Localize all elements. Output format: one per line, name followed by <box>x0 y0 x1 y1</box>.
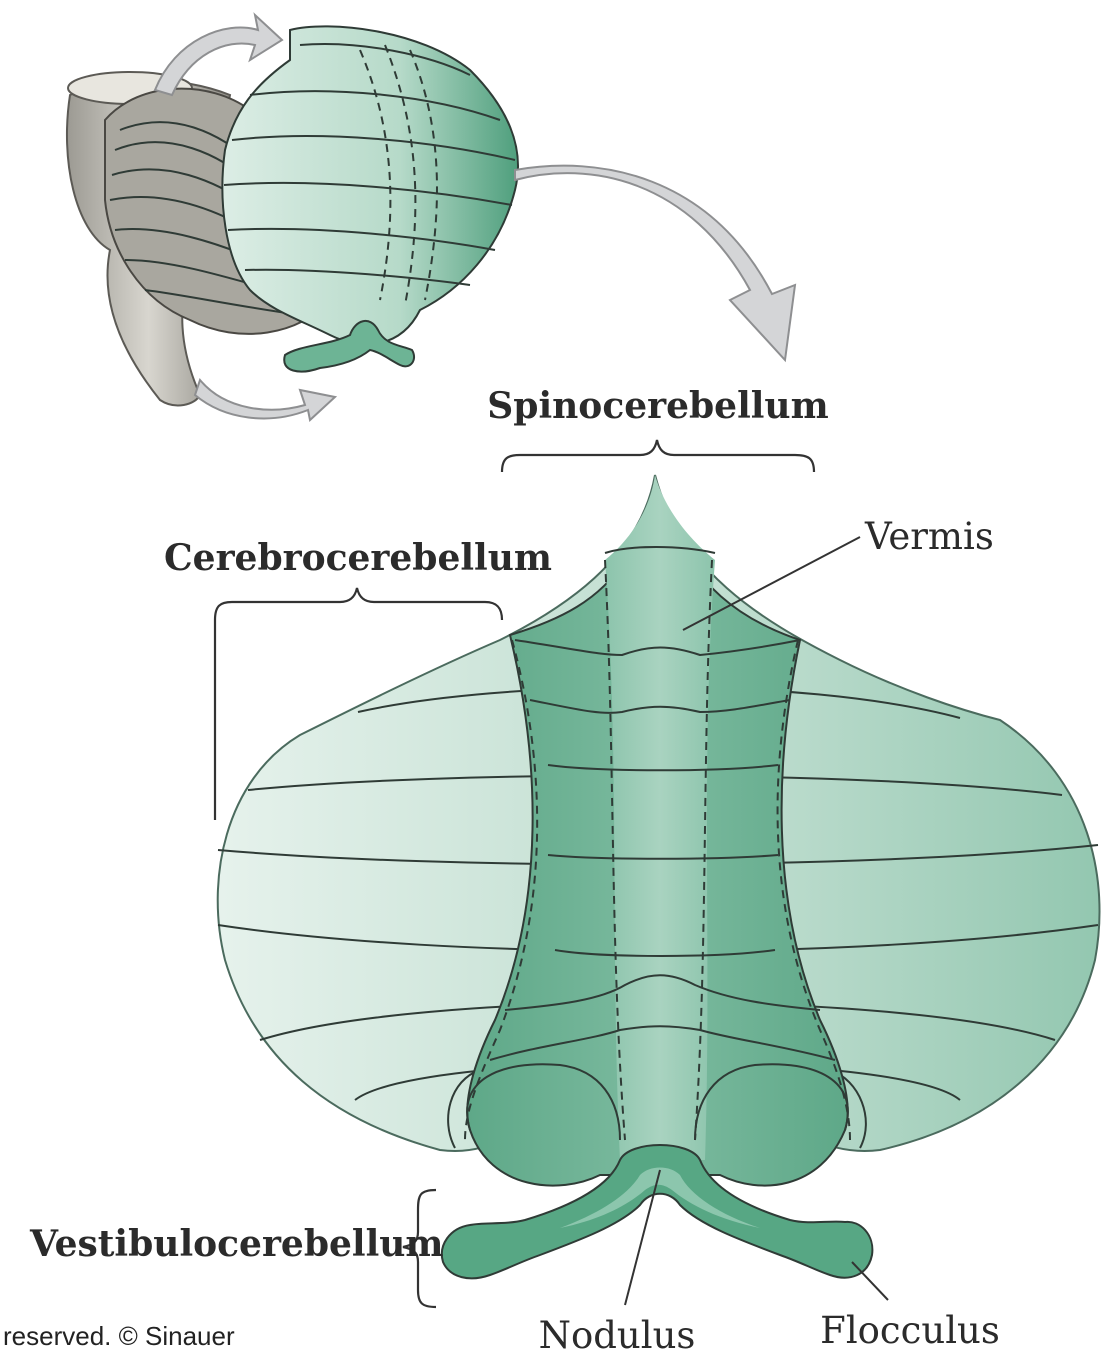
vermis-label: Vermis <box>864 515 994 558</box>
small-flocculonodular <box>283 320 416 373</box>
spinocerebellum-brace <box>500 439 816 473</box>
flocculonodular-lobe <box>440 1144 874 1280</box>
arrow-bottom <box>193 377 338 422</box>
copyright-credit: reserved. © Sinauer <box>3 1321 235 1351</box>
vermis-region <box>605 475 715 1160</box>
arrow-large <box>514 164 797 363</box>
flattened-cerebellum <box>216 474 1101 1280</box>
vestibulocerebellum-label: Vestibulocerebellum <box>29 1223 444 1265</box>
tonsil-outline <box>466 1063 849 1141</box>
flocculus-label: Flocculus <box>820 1309 1000 1352</box>
vermis-leader <box>682 536 861 631</box>
cerebrocerebellum-brace <box>213 587 504 820</box>
cerebrocerebellum-label: Cerebrocerebellum <box>164 537 552 579</box>
small-cerebellum-view <box>65 25 519 407</box>
small-cerebellum-green <box>221 25 519 346</box>
flocculus-leader <box>851 1261 889 1301</box>
arrow-top <box>153 12 284 97</box>
vestibulocerebellum-brace <box>402 1188 437 1309</box>
nodulus-leader <box>624 1169 661 1306</box>
spinocerebellum-label: Spinocerebellum <box>487 385 828 427</box>
nodulus-label: Nodulus <box>539 1314 696 1357</box>
flocculonodular-highlight <box>560 1167 760 1228</box>
